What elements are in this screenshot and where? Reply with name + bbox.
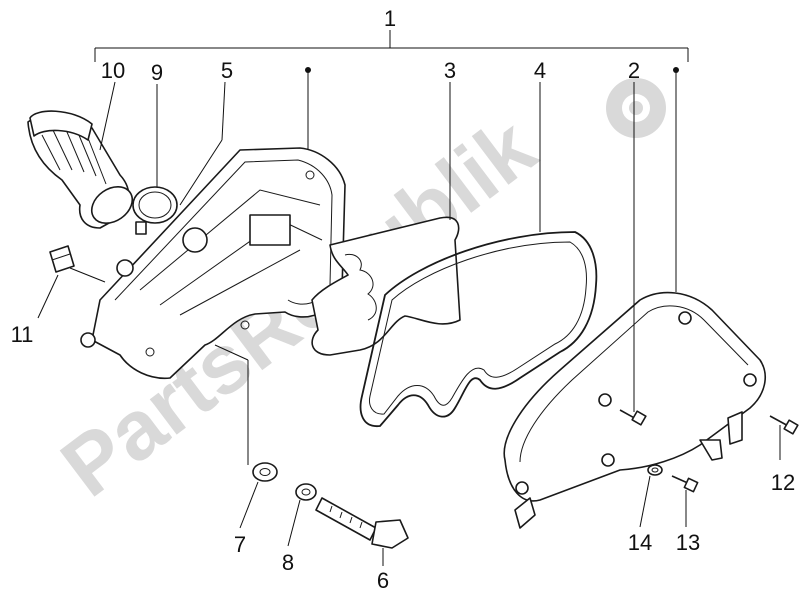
callout-10: 10 [101,58,125,83]
part-airbox-housing [80,147,346,380]
part-airbox-cover [503,291,766,529]
callout-9: 9 [151,60,163,85]
assembly-bracket [94,30,689,62]
part-screw-12 [769,415,799,435]
marker-dot [673,67,679,73]
callout-6: 6 [377,568,389,593]
callout-5: 5 [221,58,233,83]
part-screw-2 [619,409,647,426]
callout-8: 8 [282,550,294,575]
callout-4: 4 [534,58,546,83]
part-washer-7 [252,462,278,482]
part-hose-clamp [132,186,178,235]
callout-1: 1 [384,6,396,31]
callout-2: 2 [628,58,640,83]
leader-lines [37,70,781,566]
part-clip [49,245,75,273]
callout-3: 3 [444,58,456,83]
callout-7: 7 [234,532,246,557]
callout-14: 14 [628,530,652,555]
marker-dot [305,67,311,73]
part-washer-14 [647,464,663,476]
part-washer-8 [295,483,317,501]
part-gasket [359,231,598,427]
part-filter-element [311,216,461,356]
part-intake-hose [27,110,134,229]
callout-13: 13 [676,530,700,555]
part-bolt [315,497,409,549]
gear-icon [606,78,666,138]
callout-12: 12 [771,470,795,495]
callout-11: 11 [11,322,34,347]
part-screw-13 [671,475,699,493]
